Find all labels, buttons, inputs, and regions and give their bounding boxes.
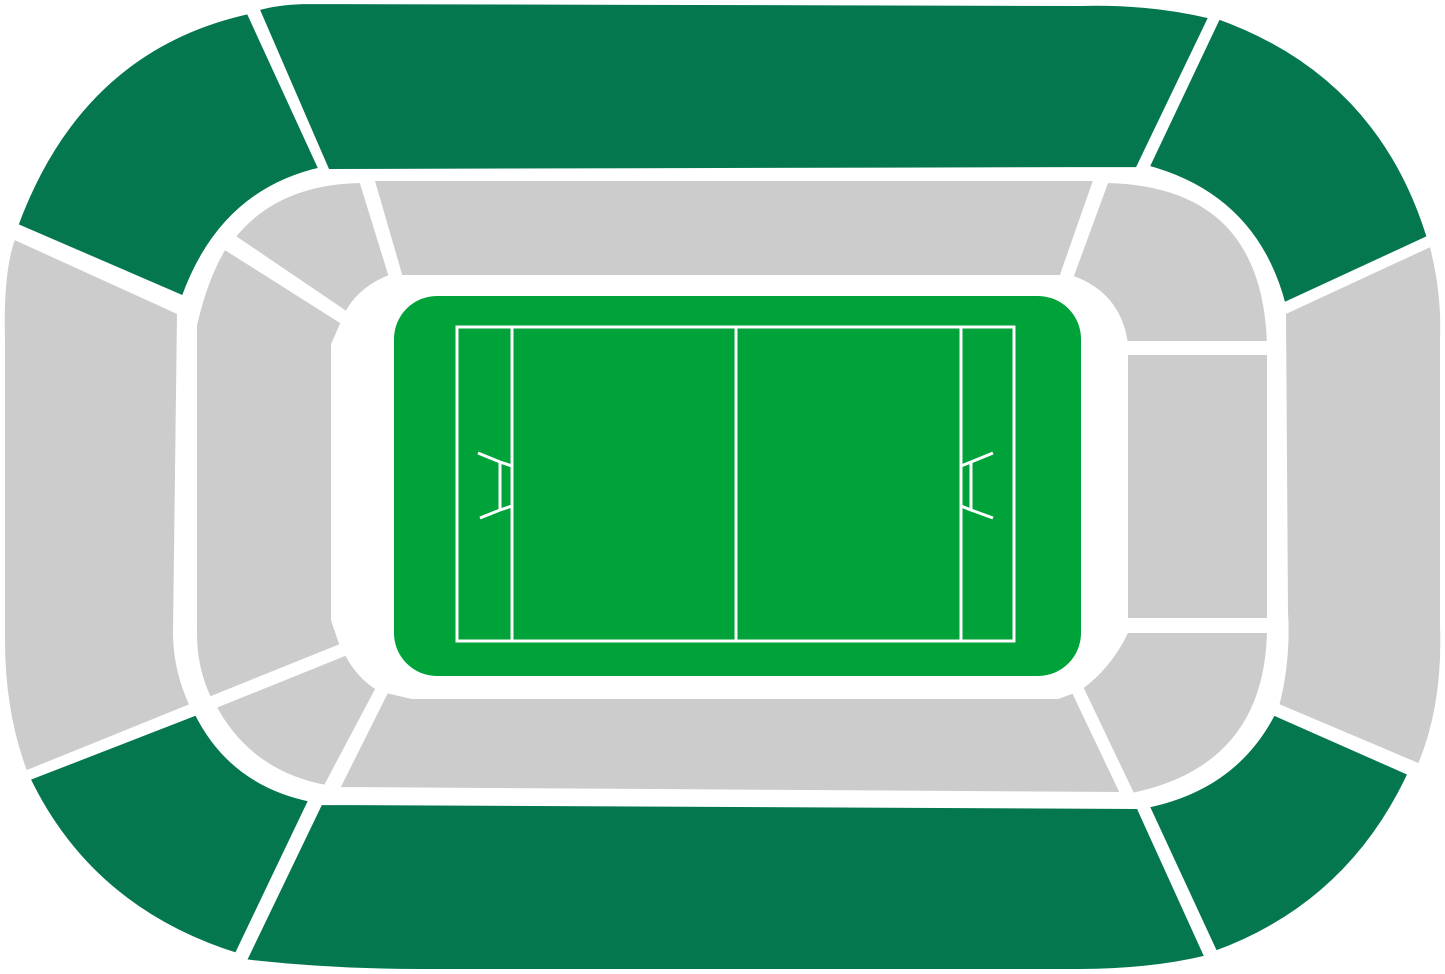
pitch (394, 296, 1081, 676)
upper-tier-north-section[interactable] (253, 0, 1215, 175)
upper-tier-west-section[interactable] (0, 233, 196, 777)
upper-tier-southwest-corner-section[interactable] (24, 709, 315, 959)
lower-tier-southwest-corner-section[interactable] (210, 649, 382, 791)
lower-tier-southeast-corner-section[interactable] (1077, 627, 1273, 799)
lower-tier-east-section[interactable] (1122, 349, 1273, 624)
left-goal-posts (477, 451, 513, 520)
upper-tier-east-section[interactable] (1273, 240, 1445, 770)
upper-tier-northeast-corner-section[interactable] (1143, 13, 1433, 309)
lower-tier-northeast-corner-section[interactable] (1067, 177, 1273, 347)
lower-tier-south-section[interactable] (333, 687, 1127, 798)
lower-tier-north-section[interactable] (368, 175, 1100, 281)
upper-tier-southeast-corner-section[interactable] (1143, 709, 1414, 957)
upper-tier-northwest-corner-section[interactable] (12, 8, 325, 302)
lower-tier-west-section[interactable] (190, 243, 347, 703)
upper-tier-south-section[interactable] (240, 799, 1211, 974)
right-goal-posts (960, 451, 994, 520)
lower-tier-northwest-corner-section[interactable] (229, 177, 395, 318)
